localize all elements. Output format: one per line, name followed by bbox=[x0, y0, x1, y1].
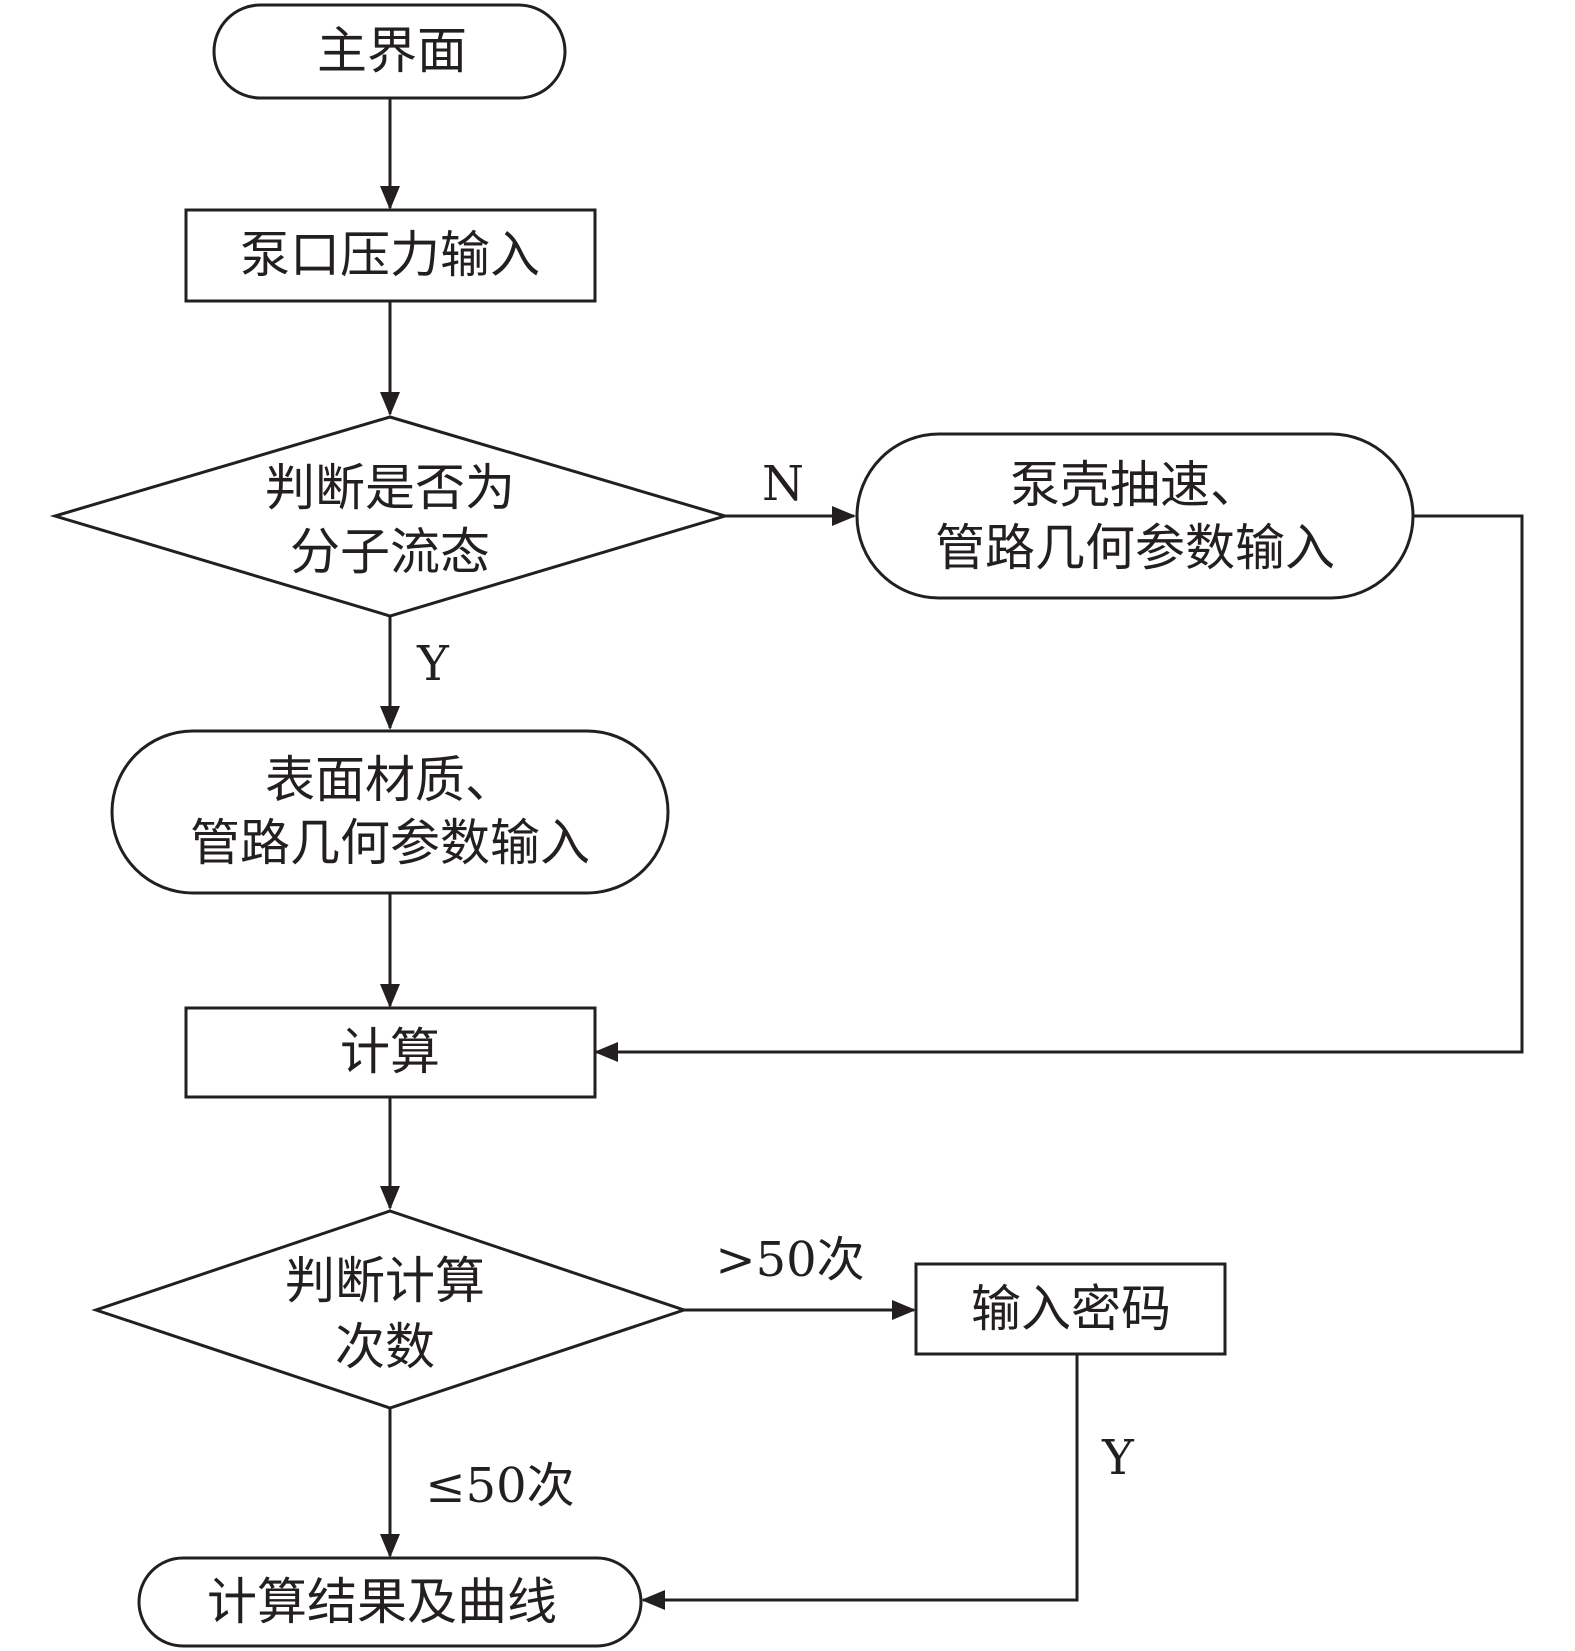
node-password-input-label: 输入密码 bbox=[971, 1280, 1171, 1338]
node-compute: 计算 bbox=[184, 1006, 597, 1099]
node-decision-count: 判断计算 次数 bbox=[91, 1209, 689, 1410]
edge-label-count-over: >50次 bbox=[715, 1232, 864, 1288]
node-pump-pressure-input: 泵口压力输入 bbox=[184, 208, 597, 303]
node-decision-count-line-1: 判断计算 bbox=[285, 1252, 485, 1310]
node-password-input: 输入密码 bbox=[914, 1262, 1227, 1356]
node-surface-material-input: 表面材质、 管路几何参数输入 bbox=[110, 729, 670, 895]
node-pump-pressure-input-label: 泵口压力输入 bbox=[240, 226, 540, 284]
node-decision-molecular-flow: 判断是否为 分子流态 bbox=[49, 415, 731, 618]
node-pump-speed-input-line-2: 管路几何参数输入 bbox=[935, 519, 1335, 577]
edge-label-molecular-yes: Y bbox=[416, 636, 450, 692]
node-compute-label: 计算 bbox=[340, 1023, 440, 1081]
node-decision-count-line-2: 次数 bbox=[335, 1318, 435, 1376]
edge-password-to-result bbox=[641, 1354, 1079, 1610]
node-decision-molecular-flow-line-2: 分子流态 bbox=[290, 523, 490, 581]
edge-label-count-under: ≤50次 bbox=[425, 1458, 574, 1514]
node-pump-speed-input: 泵壳抽速、 管路几何参数输入 bbox=[855, 432, 1415, 600]
node-result-curve: 计算结果及曲线 bbox=[137, 1556, 643, 1648]
edge-pump-to-compute bbox=[594, 514, 1524, 1062]
node-main-ui-label: 主界面 bbox=[317, 22, 467, 80]
edge-label-password-yes: Y bbox=[1101, 1430, 1135, 1486]
node-surface-material-input-line-2: 管路几何参数输入 bbox=[190, 814, 590, 872]
edge-label-molecular-no: N bbox=[762, 456, 804, 512]
node-decision-molecular-flow-line-1: 判断是否为 bbox=[265, 459, 515, 517]
node-surface-material-input-line-1: 表面材质、 bbox=[265, 751, 515, 809]
node-main-ui: 主界面 bbox=[212, 3, 567, 100]
node-result-curve-label: 计算结果及曲线 bbox=[207, 1573, 557, 1631]
node-pump-speed-input-line-1: 泵壳抽速、 bbox=[1010, 456, 1260, 514]
